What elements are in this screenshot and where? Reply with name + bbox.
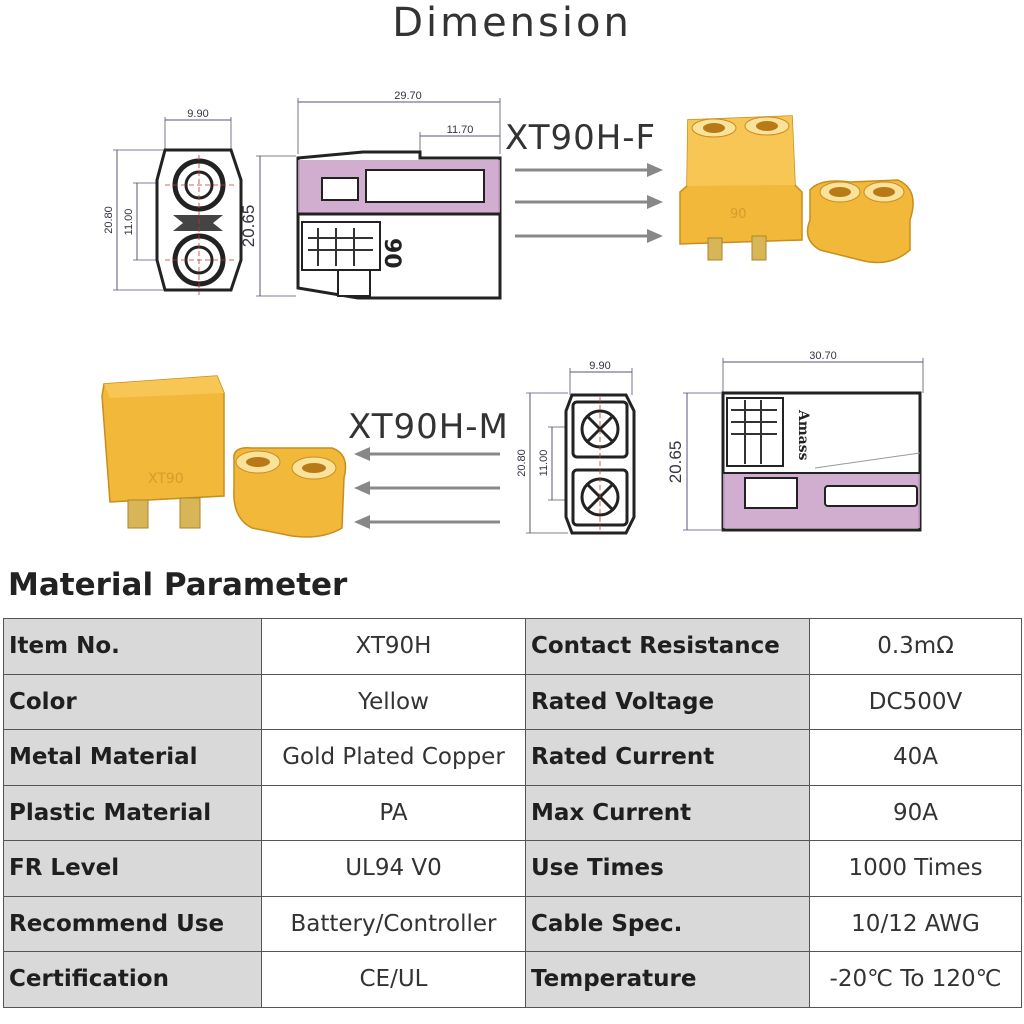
table-row: Recommend Use Battery/Controller Cable S… xyxy=(3,895,1022,952)
param-value: 1000 Times xyxy=(809,840,1022,897)
param-key: FR Level xyxy=(3,840,262,897)
param-value: CE/UL xyxy=(261,951,526,1008)
female-front-width-dim: 9.90 xyxy=(187,108,208,120)
param-key: Certification xyxy=(3,951,262,1008)
male-arrows xyxy=(354,447,500,529)
param-value: Yellow xyxy=(261,673,526,730)
param-key: Use Times xyxy=(525,840,810,897)
param-value: 40A xyxy=(809,729,1022,786)
table-row: FR Level UL94 V0 Use Times 1000 Times xyxy=(3,840,1022,897)
male-label: XT90H-M xyxy=(348,407,509,447)
table-row: Color Yellow Rated Voltage DC500V xyxy=(3,673,1022,730)
female-front-pitch-dim: 11.00 xyxy=(123,209,135,236)
female-side-section-drawing: 29.70 11.70 20.65 90 xyxy=(239,90,502,300)
material-section-title: Material Parameter xyxy=(8,567,348,603)
male-front-view-drawing: 9.90 20.80 11.00 xyxy=(516,360,636,535)
female-render-mark: 90 xyxy=(730,207,747,222)
table-row: Metal Material Gold Plated Copper Rated … xyxy=(3,729,1022,786)
param-value: 90A xyxy=(809,784,1022,841)
param-value: -20℃ To 120℃ xyxy=(809,951,1022,1008)
male-connector-image: XT90 xyxy=(101,375,347,538)
male-side-section-drawing: 30.70 20.65 Amass xyxy=(666,350,924,532)
female-front-height-dim: 20.80 xyxy=(103,206,115,234)
param-key: Item No. xyxy=(3,618,262,675)
param-key: Rated Current xyxy=(525,729,810,786)
param-value: Gold Plated Copper xyxy=(261,729,526,786)
param-value: 10/12 AWG xyxy=(809,895,1022,952)
param-key: Contact Resistance xyxy=(525,618,810,675)
param-key: Color xyxy=(3,673,262,730)
male-front-pitch-dim: 11.00 xyxy=(538,450,550,477)
param-key: Metal Material xyxy=(3,729,262,786)
param-key: Plastic Material xyxy=(3,784,262,841)
param-value: Battery/Controller xyxy=(261,895,526,952)
female-connector-image: 90 xyxy=(679,115,914,264)
param-value: 0.3mΩ xyxy=(809,618,1022,675)
param-key: Recommend Use xyxy=(3,895,262,952)
female-front-view-drawing: 9.90 20.80 11.00 xyxy=(103,108,243,295)
male-side-mark: Amass xyxy=(795,409,811,461)
female-side-pinlen-dim: 11.70 xyxy=(447,124,474,136)
female-label: XT90H-F xyxy=(505,118,657,158)
female-side-height-dim: 20.65 xyxy=(239,205,258,248)
material-parameter-table: Item No. XT90H Contact Resistance 0.3mΩ … xyxy=(3,618,1022,1008)
param-value: PA xyxy=(261,784,526,841)
param-key: Rated Voltage xyxy=(525,673,810,730)
male-front-height-dim: 20.80 xyxy=(516,449,528,477)
param-key: Max Current xyxy=(525,784,810,841)
table-row: Certification CE/UL Temperature -20℃ To … xyxy=(3,951,1022,1008)
param-value: DC500V xyxy=(809,673,1022,730)
param-key: Cable Spec. xyxy=(525,895,810,952)
female-housing-mark: 90 xyxy=(379,238,404,269)
param-value: XT90H xyxy=(261,618,526,675)
table-row: Item No. XT90H Contact Resistance 0.3mΩ xyxy=(3,618,1022,675)
page-title: Dimension xyxy=(392,0,632,46)
male-side-height-dim: 20.65 xyxy=(666,441,685,484)
female-arrows xyxy=(515,163,663,243)
male-render-mark: XT90 xyxy=(148,471,184,487)
female-side-length-dim: 29.70 xyxy=(394,90,422,102)
param-key: Temperature xyxy=(525,951,810,1008)
param-value: UL94 V0 xyxy=(261,840,526,897)
male-front-width-dim: 9.90 xyxy=(589,360,610,372)
table-row: Plastic Material PA Max Current 90A xyxy=(3,784,1022,841)
male-side-length-dim: 30.70 xyxy=(809,350,837,362)
